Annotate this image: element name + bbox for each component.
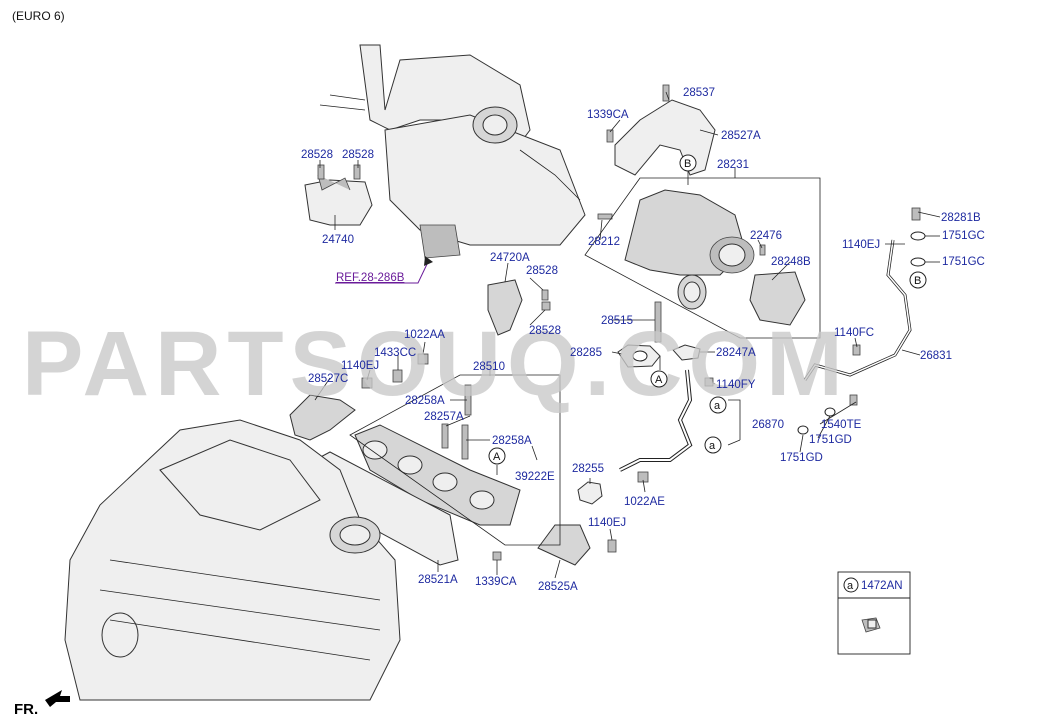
heat-shield-24740 <box>304 179 373 226</box>
part-labels: 28528 28528 24740 28537 1339CA 28527A 28… <box>301 87 985 593</box>
part-label-1751GC[interactable]: 1751GC <box>942 230 985 242</box>
part-label-28247A[interactable]: 28247A <box>716 347 756 359</box>
part-label-26870[interactable]: 26870 <box>752 419 784 431</box>
part-label-28515[interactable]: 28515 <box>601 315 633 327</box>
front-direction-label: FR. <box>14 701 38 718</box>
bracket-24720A <box>487 279 523 336</box>
turbo-heat-shield-28527A <box>614 99 716 176</box>
part-label-24720A[interactable]: 24720A <box>490 252 530 264</box>
callout-a-1: a <box>709 396 727 414</box>
manifold-assembly-box <box>349 374 561 546</box>
ref-leader-line <box>335 261 429 284</box>
ref-28-286B-link[interactable]: REF.28-286B <box>336 272 405 284</box>
part-label-1433CC[interactable]: 1433CC <box>374 347 416 359</box>
heat-shield-28527C <box>289 394 356 441</box>
heat-shield-28525A <box>537 524 591 566</box>
legend-marker: a <box>847 580 854 592</box>
part-label-28255[interactable]: 28255 <box>572 463 604 475</box>
part-label-1751GD[interactable]: 1751GD <box>809 434 852 446</box>
part-label-1140FC[interactable]: 1140FC <box>834 327 874 339</box>
part-label-1140EJ[interactable]: 1140EJ <box>341 360 379 372</box>
stud-28515 <box>654 301 662 343</box>
callout-A-1: A <box>650 370 668 388</box>
part-label-39222E[interactable]: 39222E <box>515 471 555 483</box>
svg-text:A: A <box>655 374 663 386</box>
part-label-28510[interactable]: 28510 <box>473 361 505 373</box>
part-label-28527A[interactable]: 28527A <box>721 130 761 142</box>
clip-body <box>867 619 877 629</box>
legend-marker-circle <box>843 577 859 593</box>
front-arrow-icon <box>45 690 70 707</box>
variant-header: (EURO 6) <box>12 9 65 23</box>
svg-text:B: B <box>684 158 691 170</box>
part-label-1140EJ[interactable]: 1140EJ <box>588 517 626 529</box>
leader-lines <box>314 91 941 579</box>
part-label-28527C[interactable]: 28527C <box>308 373 348 385</box>
part-label-1022AE[interactable]: 1022AE <box>624 496 665 508</box>
part-label-28212[interactable]: 28212 <box>588 236 620 248</box>
part-label-1339CA[interactable]: 1339CA <box>587 109 629 121</box>
watermark: PARTSOUQ.COM <box>22 313 849 415</box>
part-label-1140FY[interactable]: 1140FY <box>716 379 756 391</box>
part-label-1022AA[interactable]: 1022AA <box>404 329 445 341</box>
svg-text:A: A <box>493 451 501 463</box>
gasket-28247A <box>672 344 701 361</box>
svg-text:a: a <box>709 440 716 452</box>
svg-text:a: a <box>714 400 721 412</box>
legend-box: a 1472AN <box>837 571 911 655</box>
part-label-1540TE[interactable]: 1540TE <box>821 419 862 431</box>
part-label-28528[interactable]: 28528 <box>342 149 374 161</box>
part-label-28525A[interactable]: 28525A <box>538 581 578 593</box>
part-label-24740[interactable]: 24740 <box>322 234 354 246</box>
ref-arrowhead <box>424 256 433 266</box>
part-label-28521A[interactable]: 28521A <box>418 574 458 586</box>
callout-B-1: B <box>679 154 697 172</box>
turbo-assembly-box <box>584 177 821 339</box>
part-label-28285[interactable]: 28285 <box>570 347 602 359</box>
gasket-28255 <box>577 481 603 505</box>
callout-a-2: a <box>704 436 722 454</box>
engine-block-drawing <box>64 419 401 701</box>
part-label-1140EJ[interactable]: 1140EJ <box>842 239 880 251</box>
part-label-28258A[interactable]: 28258A <box>492 435 532 447</box>
part-label-28231[interactable]: 28231 <box>717 159 749 171</box>
part-label-1339CA[interactable]: 1339CA <box>475 576 517 588</box>
turbocharger-drawing <box>624 189 806 326</box>
exhaust-manifold-drawing <box>354 384 521 526</box>
callout-B-2: B <box>909 271 927 289</box>
part-label-28537[interactable]: 28537 <box>683 87 715 99</box>
part-label-28258A[interactable]: 28258A <box>405 395 445 407</box>
callout-A-2: A <box>488 447 506 465</box>
part-label-28248B[interactable]: 28248B <box>771 256 811 268</box>
part-label-28528[interactable]: 28528 <box>301 149 333 161</box>
part-label-22476[interactable]: 22476 <box>750 230 782 242</box>
part-label-1751GC[interactable]: 1751GC <box>942 256 985 268</box>
legend-part-1472AN[interactable]: 1472AN <box>861 580 903 592</box>
part-label-28257A[interactable]: 28257A <box>424 411 464 423</box>
part-label-26831[interactable]: 26831 <box>920 350 952 362</box>
part-label-28528[interactable]: 28528 <box>529 325 561 337</box>
svg-text:B: B <box>914 275 921 287</box>
part-label-1751GD[interactable]: 1751GD <box>780 452 823 464</box>
catalytic-converter-drawing <box>319 44 586 259</box>
part-label-28281B[interactable]: 28281B <box>941 212 981 224</box>
part-label-28528[interactable]: 28528 <box>526 265 558 277</box>
